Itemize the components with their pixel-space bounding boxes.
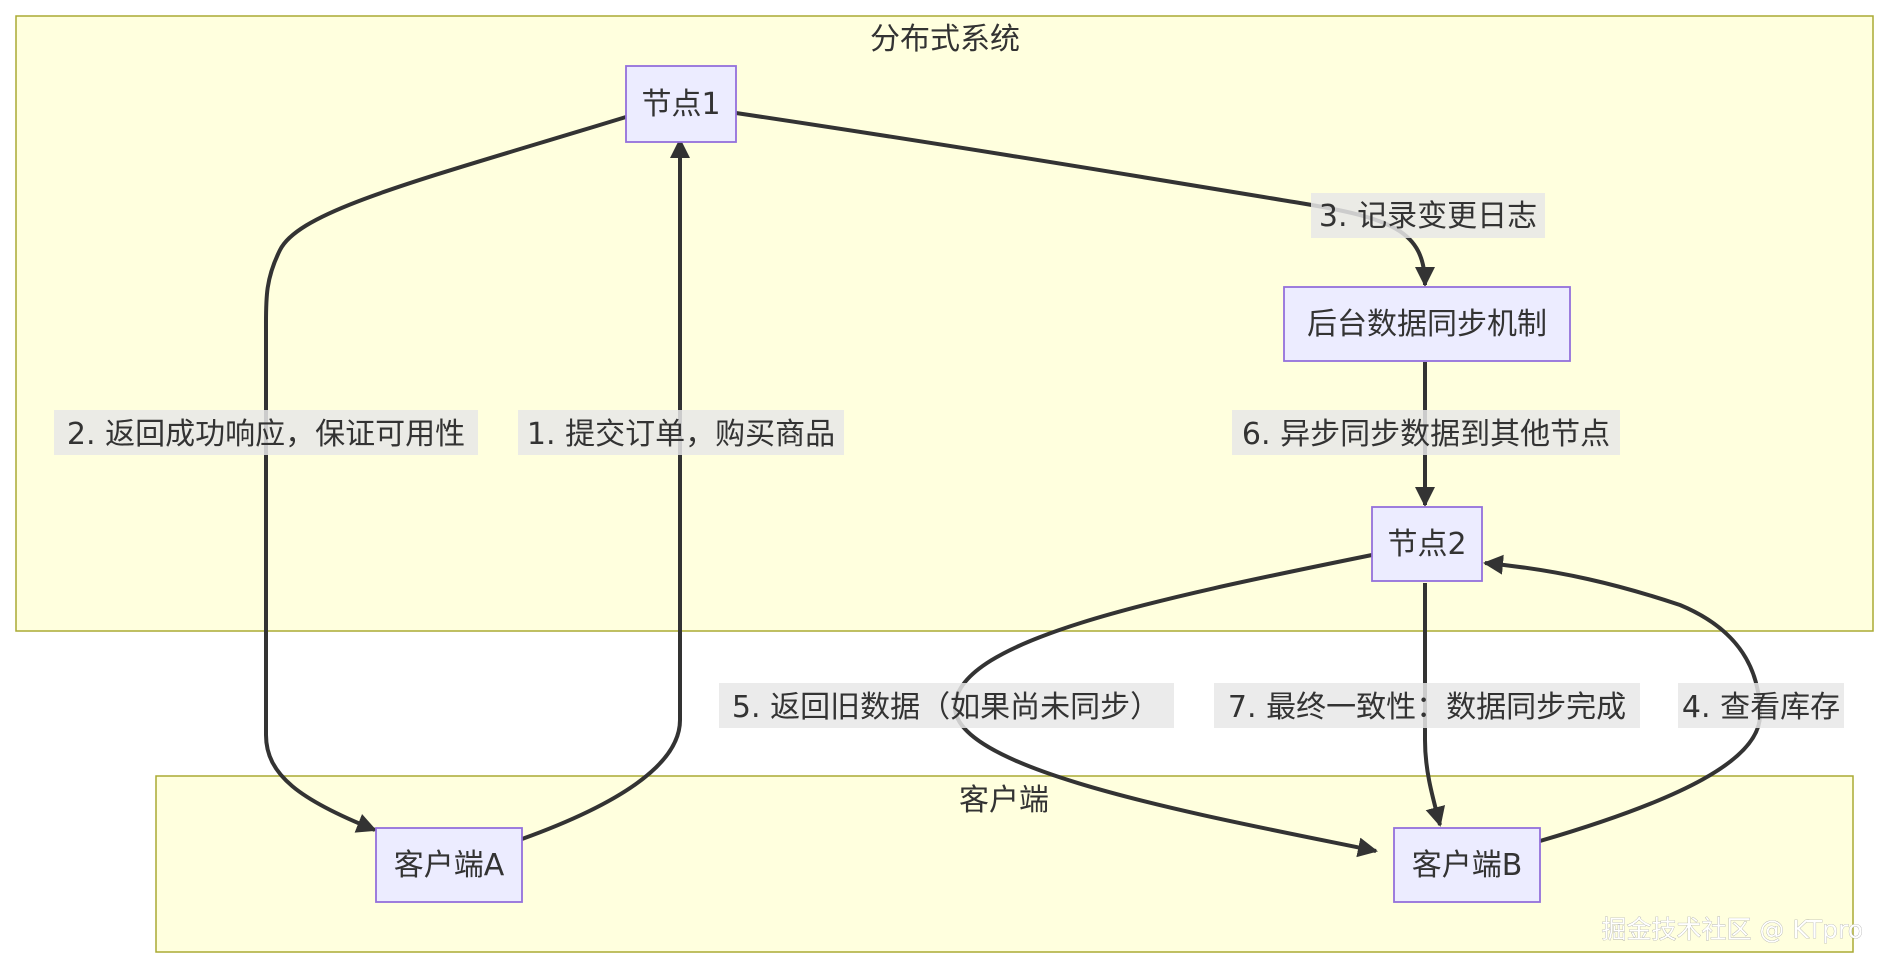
edge-2-label: 2. 返回成功响应，保证可用性 <box>67 417 465 452</box>
node-client-b-label: 客户端B <box>1412 848 1523 883</box>
node-2-label: 节点2 <box>1387 527 1466 562</box>
edge-4-check-stock <box>1483 554 1763 843</box>
node-sync-mechanism-label: 后台数据同步机制 <box>1307 307 1547 342</box>
edge-1-label: 1. 提交订单，购买商品 <box>527 417 835 452</box>
edge-7-eventual-consistency <box>1423 583 1446 827</box>
cluster-clients-title: 客户端 <box>959 783 1049 818</box>
edge-6-label: 6. 异步同步数据到其他节点 <box>1242 417 1610 452</box>
edge-2-return-success <box>263 115 627 833</box>
node-client-b: 客户端B <box>1393 827 1541 903</box>
edge-7-label: 7. 最终一致性：数据同步完成 <box>1228 690 1626 725</box>
node-1-label: 节点1 <box>641 87 720 122</box>
edge-labels: 1. 提交订单，购买商品 2. 返回成功响应，保证可用性 3. 记录变更日志 6… <box>54 193 1844 728</box>
node-client-a: 客户端A <box>375 827 523 903</box>
edge-5-label: 5. 返回旧数据（如果尚未同步） <box>732 690 1160 725</box>
node-sync-mechanism: 后台数据同步机制 <box>1283 286 1571 362</box>
cluster-distributed-system-title: 分布式系统 <box>870 22 1020 57</box>
edge-3-label: 3. 记录变更日志 <box>1319 199 1537 234</box>
watermark: 掘金技术社区 @ KTpro <box>1601 915 1863 944</box>
node-client-a-label: 客户端A <box>394 848 505 883</box>
cluster-distributed-system: 分布式系统 <box>15 15 1874 632</box>
edge-4-label: 4. 查看库存 <box>1682 690 1840 725</box>
nodes: 节点1 后台数据同步机制 节点2 客户端A 客户端B <box>375 65 1571 903</box>
edge-1-submit-order <box>521 138 690 841</box>
node-1: 节点1 <box>625 65 737 143</box>
node-2: 节点2 <box>1371 506 1483 582</box>
